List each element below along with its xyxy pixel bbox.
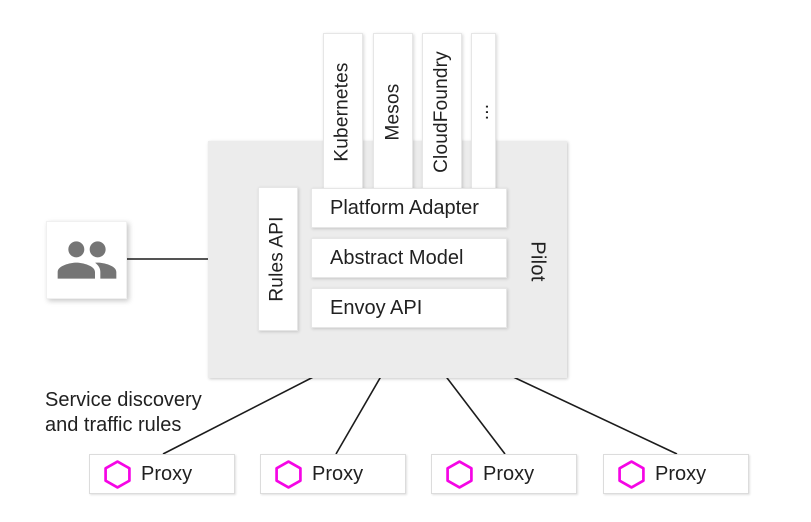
platform-label-mesos: Mesos bbox=[382, 83, 403, 140]
platform-box-mesos: Mesos bbox=[373, 33, 413, 190]
rules-api-label: Rules API bbox=[267, 216, 289, 302]
users-card bbox=[46, 221, 127, 299]
rules-api-box: Rules API bbox=[258, 187, 298, 331]
platform-box-cloudfoundry: CloudFoundry bbox=[422, 33, 462, 190]
platform-label-kubernetes: Kubernetes bbox=[332, 61, 353, 162]
pilot-label: Pilot bbox=[515, 231, 559, 291]
layer-platform-adapter-label: Platform Adapter bbox=[330, 196, 479, 219]
hexagon-icon bbox=[446, 459, 473, 489]
layer-abstract-model-label: Abstract Model bbox=[330, 246, 464, 269]
hexagon-icon bbox=[275, 459, 302, 489]
layer-envoy-api: Envoy API bbox=[311, 288, 507, 328]
layer-abstract-model: Abstract Model bbox=[311, 238, 507, 278]
proxy-box-3: Proxy bbox=[431, 454, 577, 494]
layer-envoy-api-label: Envoy API bbox=[330, 296, 423, 319]
proxy-box-1: Proxy bbox=[89, 454, 235, 494]
platform-box-kubernetes: Kubernetes bbox=[323, 33, 363, 190]
annotation-text: Service discovery and traffic rules bbox=[45, 389, 202, 436]
platform-label-cloudfoundry: CloudFoundry bbox=[431, 50, 452, 173]
hexagon-icon bbox=[104, 459, 131, 489]
pilot-label-text: Pilot bbox=[526, 240, 549, 282]
layer-platform-adapter: Platform Adapter bbox=[311, 188, 507, 228]
hexagon-icon bbox=[618, 459, 645, 489]
platform-box-ellipsis: ... bbox=[471, 33, 496, 190]
proxy-label: Proxy bbox=[655, 462, 707, 485]
proxy-label: Proxy bbox=[312, 462, 364, 485]
proxy-label: Proxy bbox=[141, 462, 193, 485]
platform-label-ellipsis: ... bbox=[472, 103, 494, 120]
people-icon bbox=[57, 241, 116, 279]
proxy-box-4: Proxy bbox=[603, 454, 749, 494]
proxy-label: Proxy bbox=[483, 462, 535, 485]
proxy-box-2: Proxy bbox=[260, 454, 406, 494]
